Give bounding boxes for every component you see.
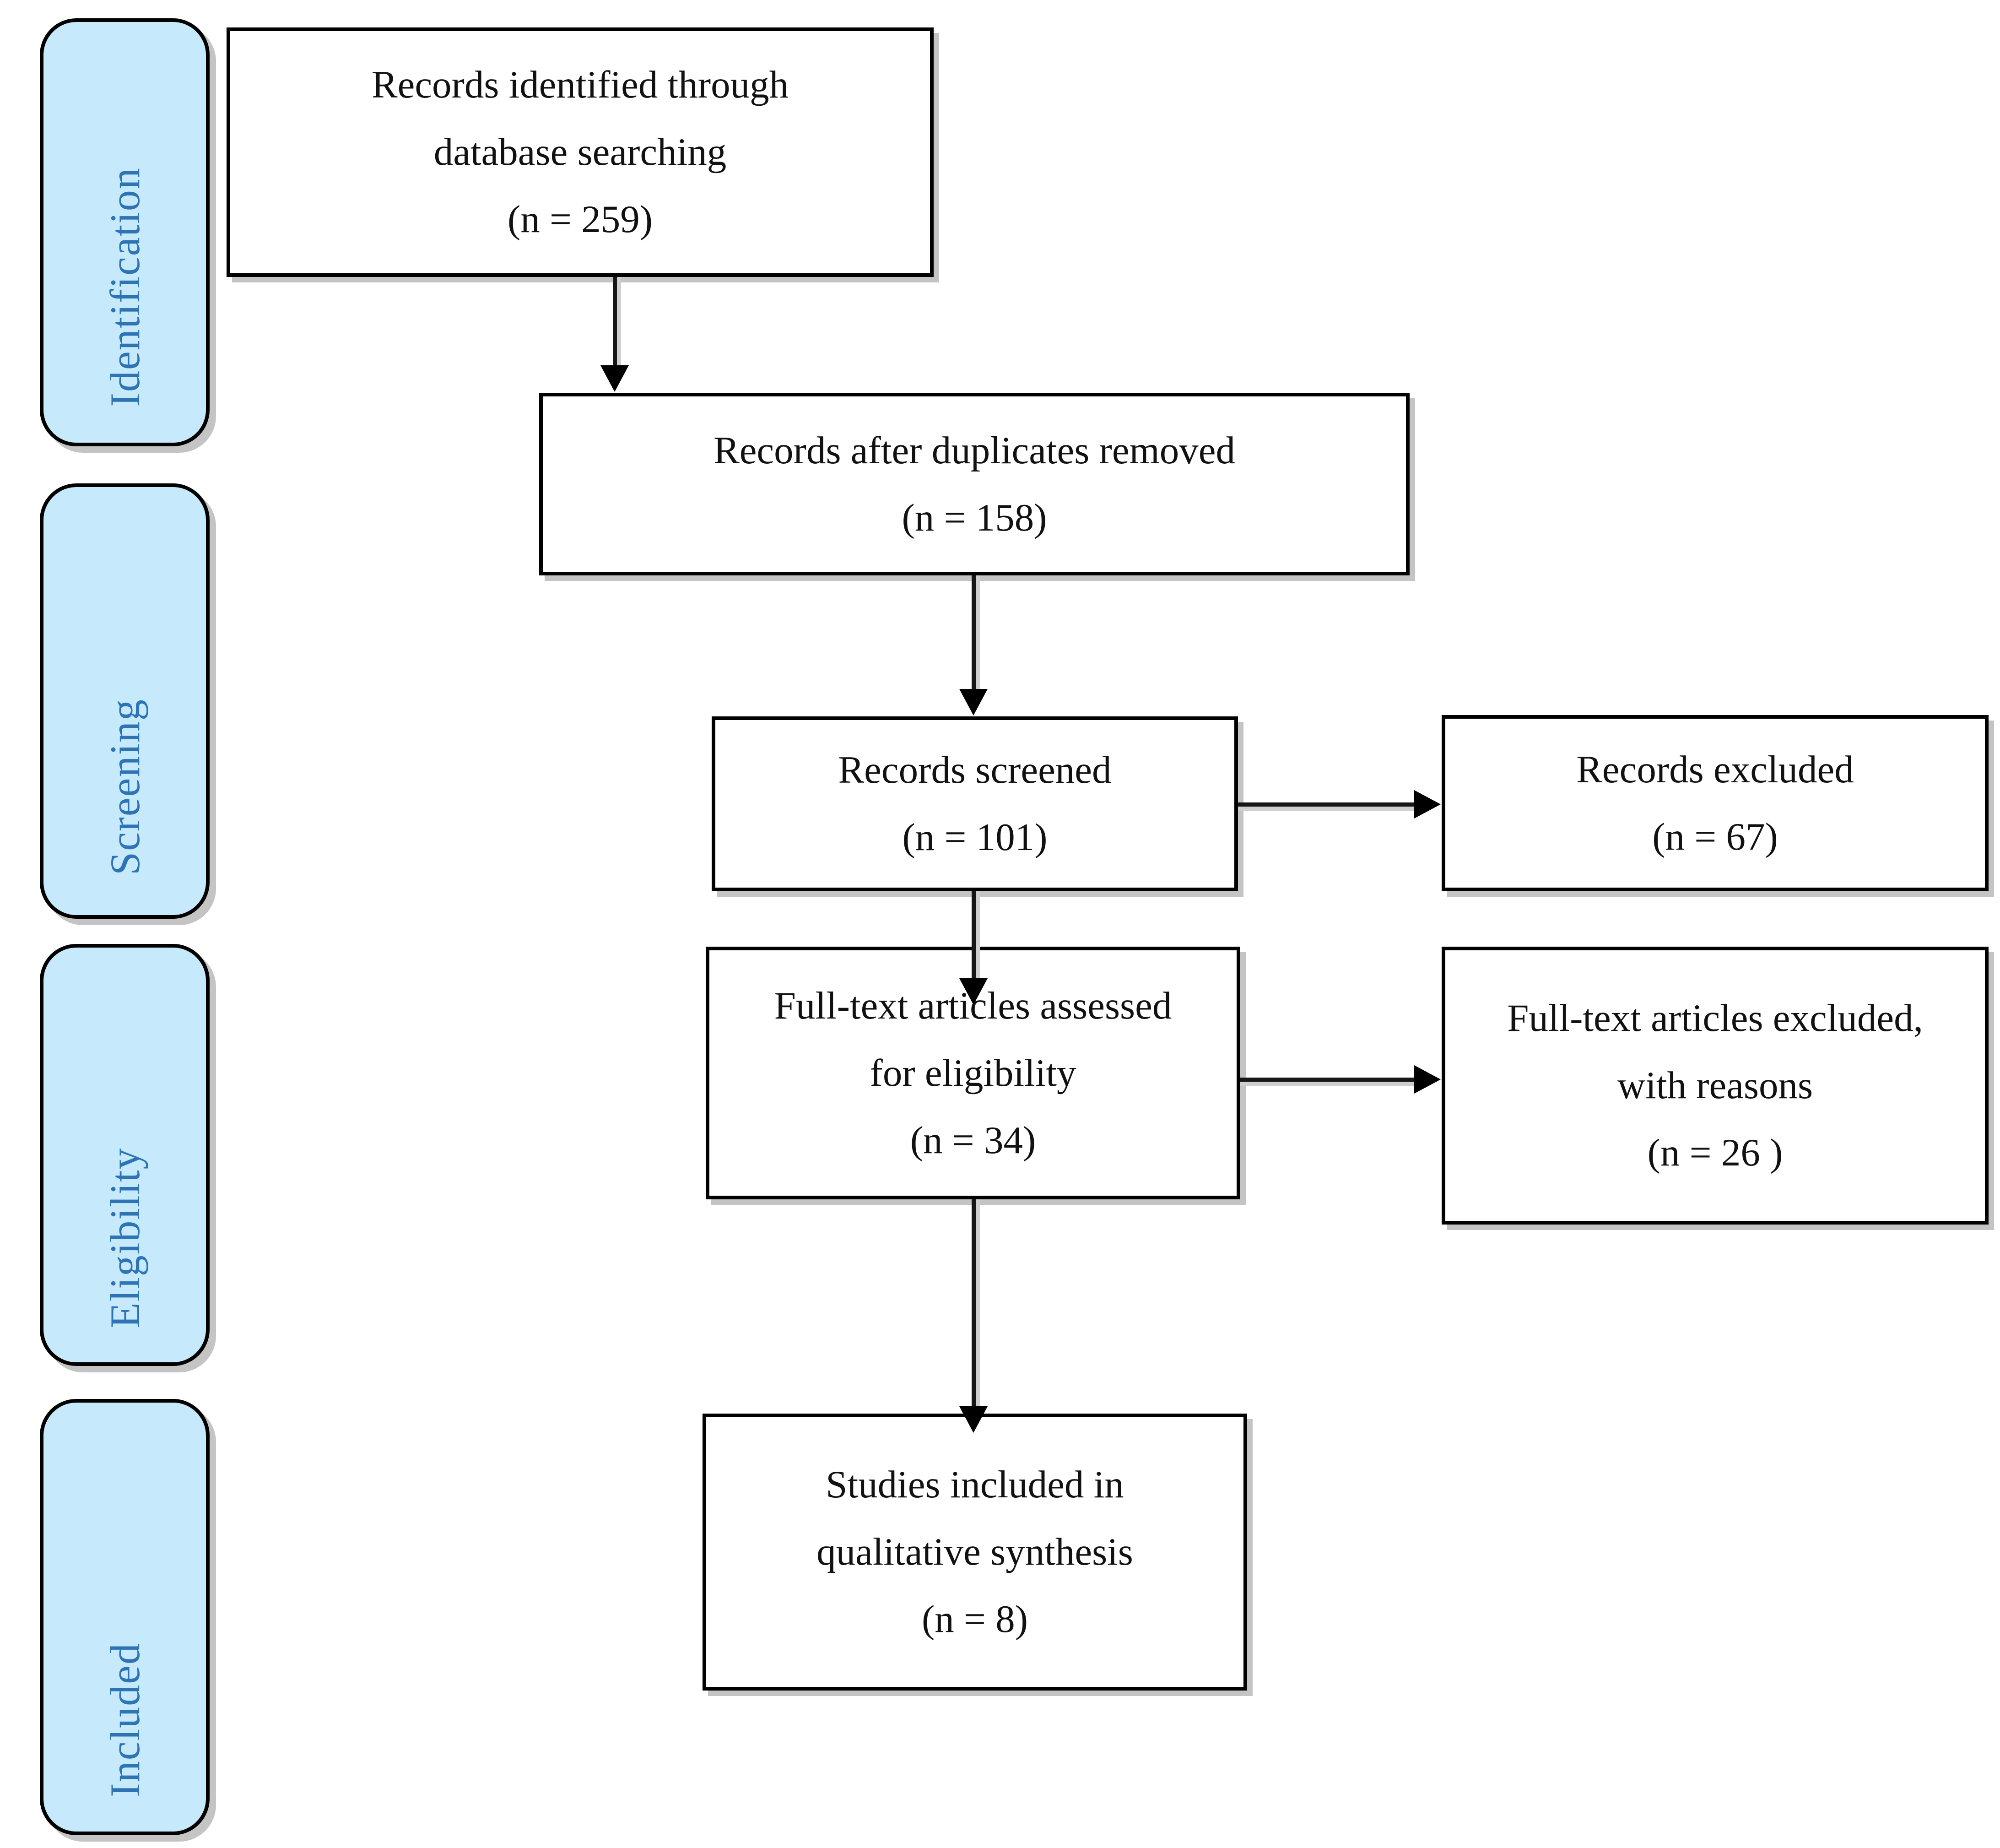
box-count: (n = 158) — [902, 496, 1047, 539]
box-text-line: Studies included in — [826, 1463, 1124, 1506]
arrowhead-right-icon — [1414, 790, 1441, 818]
box-studies-included: Studies included in qualitative synthesi… — [703, 1414, 1247, 1691]
stage-label-identification: Identification — [101, 167, 148, 407]
box-count: (n = 259) — [507, 198, 653, 241]
stage-label-included: Included — [101, 1642, 148, 1798]
box-records-screened: Records screened (n = 101) — [712, 716, 1238, 891]
box-records-identified: Records identified through database sear… — [227, 27, 934, 277]
arrow-line — [1240, 1078, 1415, 1082]
arrowhead-down-icon — [600, 365, 629, 392]
box-text-line: with reasons — [1617, 1064, 1813, 1107]
arrowhead-down-icon — [959, 689, 988, 715]
box-records-after-duplicates: Records after duplicates removed (n = 15… — [539, 393, 1410, 575]
box-text-line: Records excluded — [1576, 748, 1854, 791]
arrow-line — [972, 891, 976, 979]
arrowhead-down-icon — [959, 1406, 988, 1433]
box-count: (n = 26 ) — [1647, 1131, 1783, 1174]
arrow-line — [972, 1199, 976, 1407]
box-fulltext-excluded: Full-text articles excluded, with reason… — [1442, 947, 1989, 1225]
box-text-line: qualitative synthesis — [816, 1530, 1133, 1573]
stage-band-screening: Screening — [40, 483, 210, 919]
box-text-line: Records screened — [838, 748, 1112, 791]
box-text-line: database searching — [433, 130, 727, 173]
stage-band-eligibility: Eligibility — [40, 944, 210, 1366]
box-count: (n = 8) — [921, 1598, 1028, 1641]
arrow-line — [972, 575, 976, 690]
stage-band-included: Included — [40, 1399, 210, 1835]
box-text-line: Records identified through — [371, 63, 789, 106]
arrowhead-right-icon — [1414, 1065, 1441, 1094]
arrow-line — [613, 277, 617, 366]
arrow-line — [1238, 802, 1415, 807]
stage-label-eligibility: Eligibility — [101, 1147, 148, 1328]
arrowhead-down-icon — [959, 978, 988, 1005]
stage-band-identification: Identification — [40, 18, 210, 446]
box-text-line: for eligibility — [870, 1051, 1076, 1095]
box-records-excluded: Records excluded (n = 67) — [1442, 715, 1989, 891]
box-count: (n = 67) — [1652, 815, 1778, 858]
box-text-line: Full-text articles excluded, — [1507, 997, 1923, 1040]
box-count: (n = 101) — [902, 816, 1048, 859]
stage-label-screening: Screening — [101, 698, 148, 875]
box-count: (n = 34) — [910, 1118, 1036, 1162]
box-text-line: Records after duplicates removed — [714, 428, 1235, 472]
